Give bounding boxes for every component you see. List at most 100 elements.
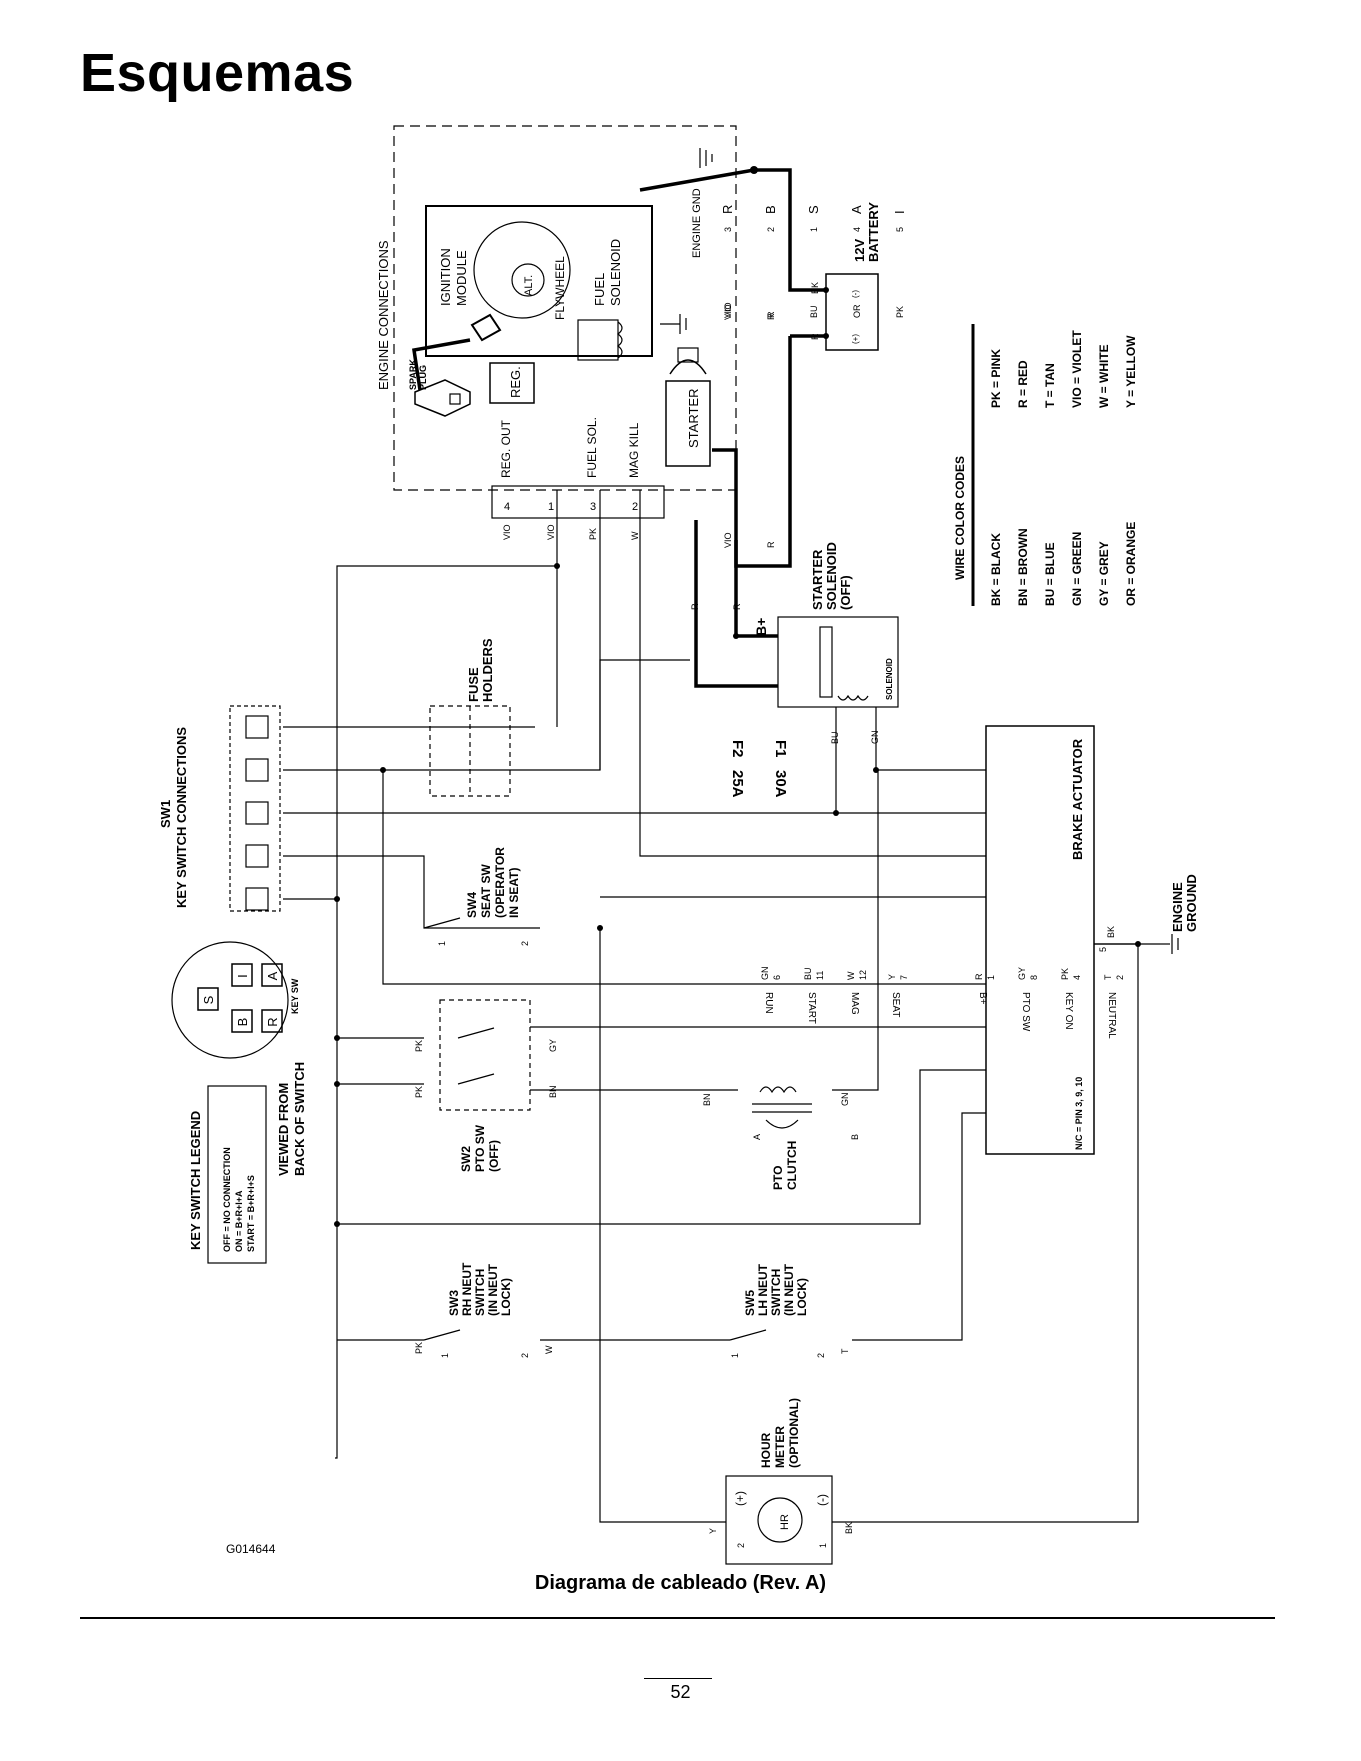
sw1-pin-num: 1 (809, 227, 819, 232)
brake-pin-name: KEY ON (1063, 992, 1074, 1030)
fuse-name: F1 (772, 740, 789, 758)
ignition-module-label: MODULE (454, 250, 469, 306)
brake-actuator-note: N/C = PIN 3, 9, 10 (1074, 1077, 1084, 1150)
sw1-label: SW1 (158, 800, 173, 828)
sw1-pin-wire: OR (852, 304, 862, 318)
fuse-in-wire: VIO (723, 304, 733, 320)
reg-label: REG. (508, 366, 523, 398)
brake-pin-wire: Y (887, 974, 897, 980)
sw3-label: SW3 (447, 1290, 461, 1316)
pto-pin: A (752, 1134, 762, 1140)
hour-meter-minus: (-) (815, 1494, 829, 1506)
battery-pos-label: (+) (851, 334, 860, 344)
sw1-pin-letter: A (849, 205, 864, 214)
sw1-pin-letter: B (763, 205, 778, 214)
sw5-label: LOCK) (795, 1278, 809, 1316)
wire-code-entry: Y = YELLOW (1124, 335, 1138, 408)
engine-terminal-wire: VIO (546, 524, 556, 540)
engine-terminal-label: REG. OUT (499, 419, 513, 478)
viewed-from-label: BACK OF SWITCH (292, 1062, 307, 1176)
key-switch-legend-box (207, 1085, 267, 1264)
sw1-label: KEY SWITCH CONNECTIONS (174, 727, 189, 908)
engine-terminal-label: MAG KILL (627, 422, 641, 478)
fuse-name: F2 (729, 740, 746, 758)
sw1-pin-letter: I (892, 210, 907, 214)
solenoid-wire: R (732, 603, 742, 610)
starter-body (665, 380, 711, 467)
engine-terminal-num: 1 (548, 501, 554, 513)
sw3-label: RH NEUT (460, 1262, 474, 1316)
sw1-pin-num: 2 (766, 227, 776, 232)
page-number: 52 (670, 1682, 691, 1702)
engine-terminal-wire: W (630, 531, 640, 540)
key-legend-title: KEY SWITCH LEGEND (188, 1111, 203, 1250)
flywheel-label: FLYWHEEL (553, 256, 567, 320)
hour-meter-wire: Y (708, 1528, 718, 1534)
wire-code-entry: GN = GREEN (1070, 532, 1084, 606)
fuse-holders-label: HOLDERS (480, 638, 495, 702)
sw4-label: SW4 (465, 892, 479, 918)
sw1-pin-wire: R (766, 311, 776, 318)
pto-clutch-label: CLUTCH (785, 1141, 799, 1190)
battery-label: BATTERY (866, 202, 881, 262)
brake-pin-name: START (806, 992, 817, 1024)
brake-pin-wire: BU (803, 967, 813, 980)
sw3-label: (IN NEUT (486, 1263, 500, 1316)
sw1-pin-wire: PK (895, 306, 905, 318)
fuse-holders-label: FUSE (466, 667, 481, 702)
sw1-frame (229, 705, 281, 912)
sw3-wire: W (544, 1345, 554, 1354)
wire-codes-title: WIRE COLOR CODES (953, 456, 967, 580)
fuel-solenoid-label: SOLENOID (608, 239, 623, 306)
fuel-solenoid-label: FUEL (592, 273, 607, 306)
starter-label: STARTER (686, 389, 701, 448)
key-face-letter: A (265, 971, 280, 980)
wire-code-entry: BU = BLUE (1043, 542, 1057, 606)
brake-pin-name: NEUTRAL (1106, 992, 1117, 1039)
sw3-label: LOCK) (499, 1278, 513, 1316)
sw3-pin: 2 (520, 1353, 530, 1358)
key-legend-line: ON = B+R+I+A (234, 1190, 244, 1252)
fuel-solenoid-box (577, 319, 619, 361)
sw5-label: (IN NEUT (782, 1263, 796, 1316)
brake-pin-num: 7 (899, 975, 909, 980)
brake-ground-wire: BK (1106, 926, 1116, 938)
sw2-wire: BN (548, 1085, 558, 1098)
brake-pin-num: 11 (815, 971, 825, 980)
spark-plug-wire (412, 338, 471, 391)
brake-actuator-title: BRAKE ACTUATOR (1070, 738, 1085, 860)
brake-pin-name: B+ (977, 992, 988, 1005)
brake-pin-wire: PK (1060, 968, 1070, 980)
starter-solenoid-label: SOLENOID (824, 542, 839, 610)
key-face-label: KEY SW (290, 978, 300, 1014)
sw4-pin: 1 (437, 941, 447, 946)
brake-pin-num: 1 (986, 975, 996, 980)
hour-meter-wire: BK (844, 1522, 854, 1534)
brake-pin-num: 8 (1029, 975, 1039, 980)
starter-solenoid-box (777, 616, 899, 708)
brake-pin-num: 6 (772, 975, 782, 980)
wire-code-entry: BK = BLACK (989, 533, 1003, 606)
fuse-out-wire: R (766, 541, 776, 548)
document-code: G014644 (226, 1542, 276, 1556)
engine-terminal-block (491, 485, 665, 519)
key-face-letter: S (201, 995, 216, 1004)
solenoid-t-bar (819, 626, 833, 698)
engine-connections-label: ENGINE CONNECTIONS (376, 240, 391, 390)
ignition-module-box (425, 205, 653, 357)
spark-plug (414, 379, 471, 417)
engine-terminal-wire: VIO (502, 524, 512, 540)
engine-terminal-num: 2 (632, 501, 638, 513)
hour-meter-face: HR (779, 1514, 791, 1530)
alt-circle (511, 263, 545, 297)
engine-terminal-num: 3 (590, 501, 596, 513)
hour-meter-pin: 2 (736, 1543, 746, 1548)
sw1-pin-wire: VIO (723, 302, 733, 318)
key-face-letter: B (235, 1018, 250, 1027)
sw1-terminals (245, 715, 269, 911)
brake-pin-name: SEAT (890, 992, 901, 1017)
key-switch-face (171, 941, 289, 1059)
wire-code-entry: PK = PINK (989, 349, 1003, 408)
pto-wire: BN (702, 1093, 712, 1106)
